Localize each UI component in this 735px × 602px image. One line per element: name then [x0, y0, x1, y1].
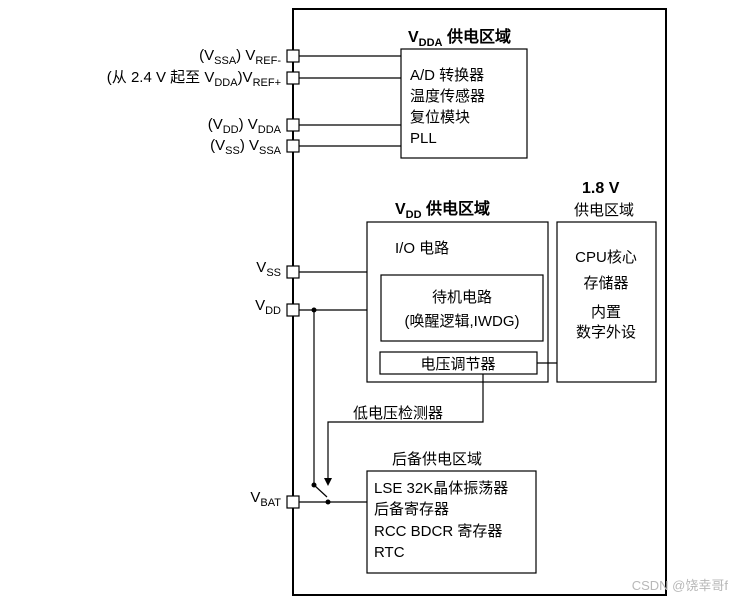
label-vdda: (VDD) VDDA [208, 116, 282, 136]
label-vss: VSS [256, 259, 281, 279]
io-circuit-label: I/O 电路 [395, 240, 449, 257]
pin-vdd [286, 303, 300, 317]
switch-contact-vbat [325, 499, 331, 505]
core-item-memory: 存储器 [583, 275, 628, 292]
backup-domain-box [366, 470, 537, 574]
label-vref-plus: (从 2.4 V 起至 VDDA)VREF+ [107, 69, 281, 89]
vdda-item-pll: PLL [410, 130, 437, 147]
standby-circuit-label: 待机电路 [432, 289, 492, 306]
vdda-item-temp-sensor: 温度传感器 [410, 88, 485, 105]
core-domain-voltage: 1.8 V [582, 180, 620, 197]
voltage-regulator-label: 电压调节器 [420, 356, 495, 373]
pin-vdda [286, 118, 300, 132]
vdda-item-adc: A/D 转换器 [410, 67, 484, 84]
pin-vref-plus [286, 71, 300, 85]
backup-item-rcc-bdcr: RCC BDCR 寄存器 [374, 522, 502, 540]
pin-vbat [286, 495, 300, 509]
core-item-digital-peripherals: 数字外设 [576, 324, 636, 341]
watermark-text: CSDN @饶幸哥f [632, 578, 729, 593]
vdd-domain-title: VDD 供电区域 [395, 199, 490, 221]
switch-contact-vdd [311, 482, 317, 488]
pin-vssa [286, 139, 300, 153]
standby-circuit-box [380, 274, 544, 342]
vdd-domain-box [366, 221, 549, 383]
core-item-internal: 内置 [591, 304, 621, 321]
low-voltage-detector-label: 低电压检测器 [353, 405, 443, 422]
vdda-item-reset: 复位模块 [410, 108, 470, 126]
pin-vss [286, 265, 300, 279]
label-vref-minus: (VSSA) VREF- [199, 47, 281, 67]
backup-item-lse: LSE 32K晶体振荡器 [374, 480, 508, 497]
core-domain-box [556, 221, 657, 383]
detector-arrow [324, 478, 332, 486]
detector-wire [327, 374, 484, 483]
vdd-junction-dot [311, 307, 317, 313]
backup-item-rtc: RTC [374, 544, 405, 561]
label-vssa: (VSS) VSSA [210, 137, 282, 157]
backup-item-registers: 后备寄存器 [374, 500, 449, 518]
core-domain-title: 供电区域 [574, 202, 634, 219]
pin-vref-minus [286, 49, 300, 63]
label-vdd: VDD [255, 297, 281, 317]
core-item-cpu: CPU核心 [575, 249, 637, 266]
standby-circuit-detail: (唤醒逻辑,IWDG) [405, 313, 520, 330]
backup-domain-title: 后备供电区域 [392, 451, 482, 468]
label-vbat: VBAT [250, 489, 281, 509]
vdda-domain-title: VDDA 供电区域 [408, 27, 511, 49]
power-switch-lever [313, 484, 328, 498]
vdda-domain-box [400, 48, 528, 159]
chip-outline [292, 8, 667, 596]
